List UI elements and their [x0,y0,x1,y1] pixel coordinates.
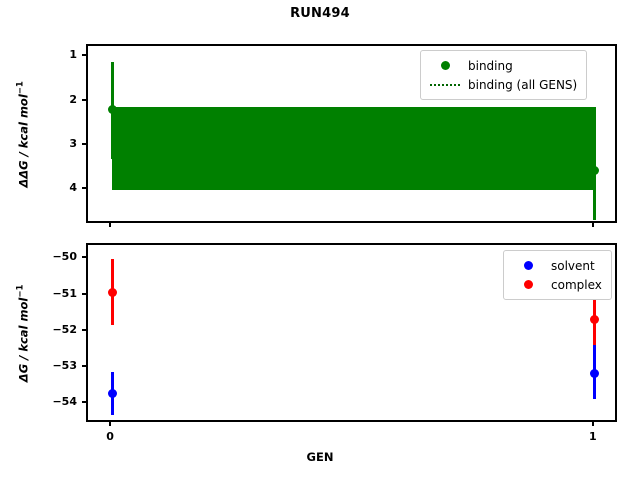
complex-marker-gen0 [107,287,117,297]
dotted-line-icon [428,83,462,86]
legend-label-solvent: solvent [551,258,595,273]
top-panel-ytick-mark [82,142,86,145]
top-panel-ytick-mark [82,54,86,57]
top-panel-ylabel-exponent: −1 [15,81,26,95]
bottom-panel-legend: solvent complex [503,250,612,300]
top-panel-legend: binding binding (all GENS) [420,50,588,100]
bottom-panel-ytick-label: −54 [52,395,77,409]
bottom-panel-ylabel-text: ΔG / kcal mol [16,297,31,383]
bottom-panel-xtick-mark [109,422,112,426]
complex-marker-icon [511,280,545,289]
bottom-panel-ytick-mark [82,401,86,404]
bottom-panel-xtick-mark [591,422,594,426]
bottom-panel-ylabel-exponent: −1 [15,284,26,298]
top-panel-ytick-mark [82,98,86,101]
binding-all-gens-band [112,107,595,191]
top-panel-ytick-label: 3 [69,136,77,150]
top-panel-ytick-label: 4 [69,181,77,195]
bottom-panel-ylabel: ΔG / kcal mol−1 [16,273,31,393]
legend-item-binding-all-gens: binding (all GENS) [428,75,577,94]
bottom-panel-ytick-label: −53 [52,358,77,372]
top-panel-ylabel-text: ΔΔG / kcal mol [16,94,31,188]
top-panel-xtick-mark [591,223,594,227]
binding-marker-gen0 [107,105,117,115]
bottom-panel-ytick-mark [82,328,86,331]
top-panel-ytick-label: 1 [69,48,77,62]
bottom-panel-ytick-mark [82,364,86,367]
solvent-marker-gen0 [107,388,117,398]
bottom-panel-ytick-mark [82,292,86,295]
legend-item-binding: binding [428,56,577,75]
binding-marker-icon [428,61,462,70]
bottom-panel-ytick-label: −52 [52,322,77,336]
top-panel-xtick-mark [109,223,112,227]
legend-label-binding-all-gens: binding (all GENS) [468,77,578,92]
x-axis-tick-label: 1 [589,430,597,443]
figure-title: RUN494 [290,6,350,21]
solvent-marker-gen1 [590,368,600,378]
bottom-panel-ytick-label: −50 [52,250,77,264]
top-panel-ylabel: ΔΔG / kcal mol−1 [16,74,31,194]
top-panel-ytick-label: 2 [69,92,77,106]
bottom-panel-ytick-label: −51 [52,286,77,300]
legend-item-solvent: solvent [511,256,602,275]
top-panel-ytick-mark [82,187,86,190]
solvent-marker-icon [511,261,545,270]
binding-errorbar-gen1 [593,107,597,221]
binding-marker-gen1 [590,165,600,175]
legend-label-complex: complex [551,277,602,292]
x-axis-label: GEN [306,450,334,464]
x-axis-tick-label: 0 [106,430,114,443]
bottom-panel-ytick-mark [82,256,86,259]
complex-marker-gen1 [590,315,600,325]
legend-item-complex: complex [511,275,602,294]
legend-label-binding: binding [468,58,513,73]
